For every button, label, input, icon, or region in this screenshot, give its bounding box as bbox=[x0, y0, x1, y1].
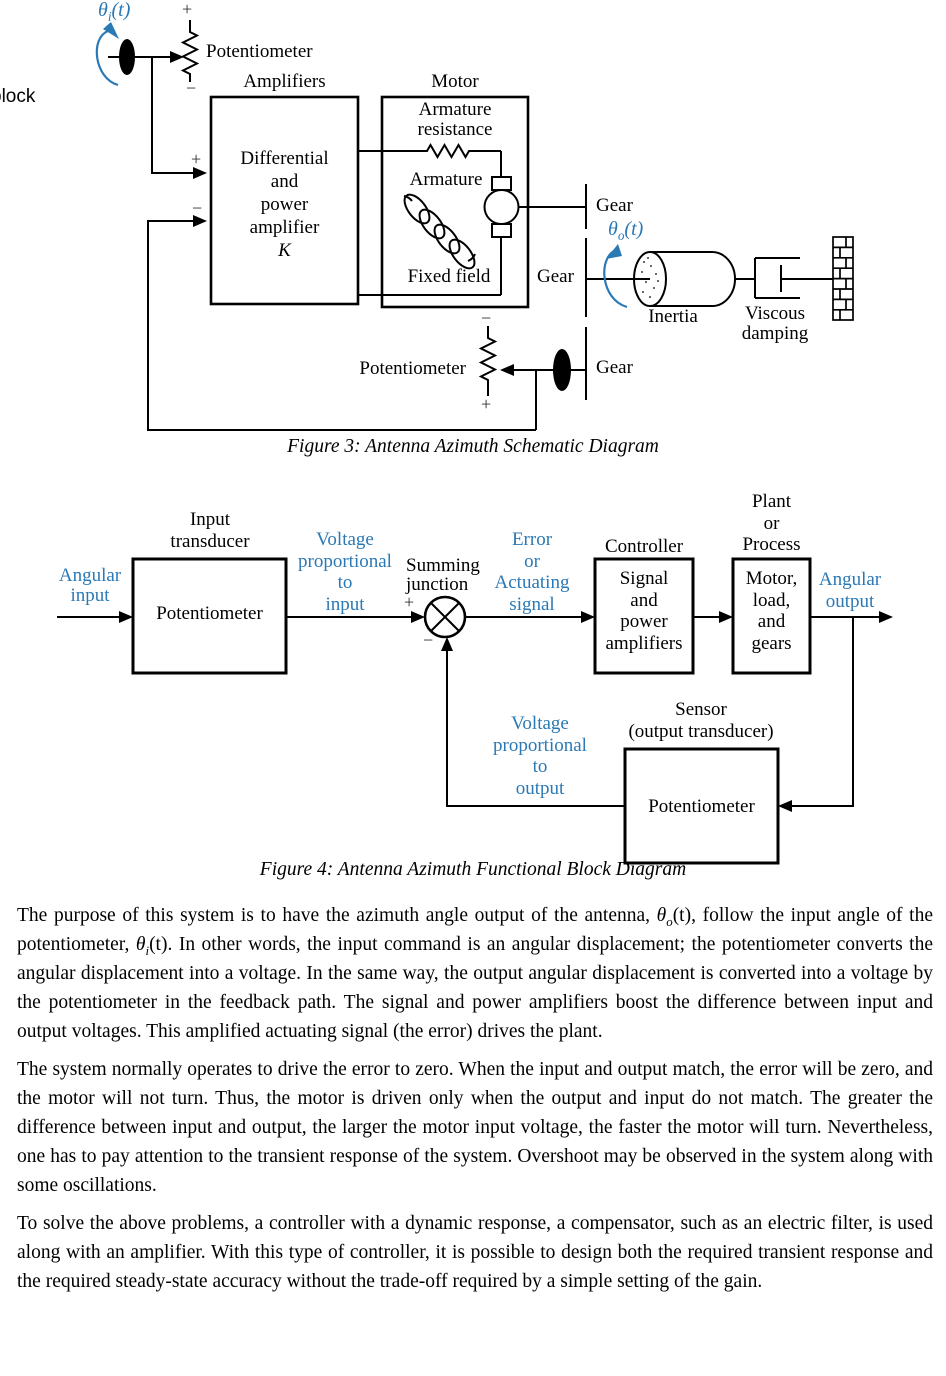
sensor-feedback-wire bbox=[441, 637, 625, 807]
fixed-field-coil bbox=[403, 193, 476, 270]
pot-top-label: Potentiometer bbox=[206, 41, 313, 62]
pot-bottom-plus-sign: + bbox=[481, 394, 492, 414]
summing-plus-sign: + bbox=[404, 592, 415, 612]
paragraph-3: To solve the above problems, a controlle… bbox=[17, 1213, 933, 1292]
controller-title: Controller bbox=[604, 536, 684, 557]
theta-input-label: θi(t) bbox=[98, 0, 131, 24]
gear-bottom-label: Gear bbox=[596, 357, 633, 378]
fixed-field-label: Fixed field bbox=[407, 266, 491, 287]
gear-mid-label: Gear bbox=[537, 266, 574, 287]
input-knob bbox=[119, 39, 135, 75]
inertia-cylinder bbox=[633, 251, 736, 307]
amplifiers-title: Amplifiers bbox=[243, 71, 326, 92]
amp-plus-sign: + bbox=[191, 149, 202, 169]
pot-top-plus-sign: + bbox=[182, 0, 193, 19]
pot-bottom-label: Potentiometer bbox=[359, 358, 466, 379]
input-rotation-arrow bbox=[95, 29, 119, 87]
theta-o-symbol: θo bbox=[656, 905, 673, 929]
input-transducer-box-label: Potentiometer bbox=[156, 603, 263, 624]
amp-minus-sign: − bbox=[192, 198, 203, 218]
fig3-schematic bbox=[95, 20, 854, 431]
sensor-title: Sensor(output transducer) bbox=[628, 699, 774, 742]
figure3-caption: Figure 3: Antenna Azimuth Schematic Diag… bbox=[287, 436, 659, 457]
pot-bottom-minus-sign: − bbox=[481, 308, 492, 328]
body-text: The purpose of this system is to have th… bbox=[17, 901, 933, 1305]
feedback-knob bbox=[553, 349, 571, 391]
theta-output-label: θo(t) bbox=[608, 218, 644, 243]
feedback-wire bbox=[147, 215, 536, 431]
pot-top-minus-sign: − bbox=[186, 78, 197, 98]
theta-i-symbol: θi bbox=[135, 934, 150, 958]
plus-input-wire bbox=[151, 57, 207, 179]
armature-circle bbox=[483, 189, 520, 225]
potentiometer-top-symbol bbox=[180, 20, 200, 82]
figure4-caption: Figure 4: Antenna Azimuth Functional Blo… bbox=[259, 859, 687, 880]
motor-box bbox=[380, 95, 530, 309]
wall-symbol bbox=[832, 236, 854, 321]
viscous-damper-symbol bbox=[735, 257, 833, 299]
armature-resistor-symbol bbox=[382, 143, 501, 159]
potentiometer-bottom-symbol bbox=[478, 326, 498, 396]
summing-minus-sign: − bbox=[423, 630, 434, 650]
cropped-text-fragment: block bbox=[0, 86, 36, 107]
input-rotation-arrowhead bbox=[103, 22, 119, 39]
sensor-box-label: Potentiometer bbox=[648, 796, 755, 817]
fig4-block-diagram bbox=[57, 557, 893, 865]
armature-label: Armature bbox=[409, 169, 483, 190]
gear-top-label: Gear bbox=[596, 195, 633, 216]
paragraph-2: The system normally operates to drive th… bbox=[17, 1059, 933, 1196]
brush-bottom bbox=[491, 223, 512, 238]
output-rotation-arrowhead bbox=[606, 244, 622, 259]
output-feedback-wire bbox=[778, 617, 854, 812]
inertia-label: Inertia bbox=[648, 306, 698, 327]
schematic-and-block-diagram-artwork bbox=[57, 20, 893, 865]
amplifier-box bbox=[209, 95, 360, 306]
motor-title: Motor bbox=[431, 71, 479, 92]
paragraph-1: The purpose of this system is to have th… bbox=[17, 905, 933, 1042]
gain-symbol: K bbox=[278, 240, 291, 261]
